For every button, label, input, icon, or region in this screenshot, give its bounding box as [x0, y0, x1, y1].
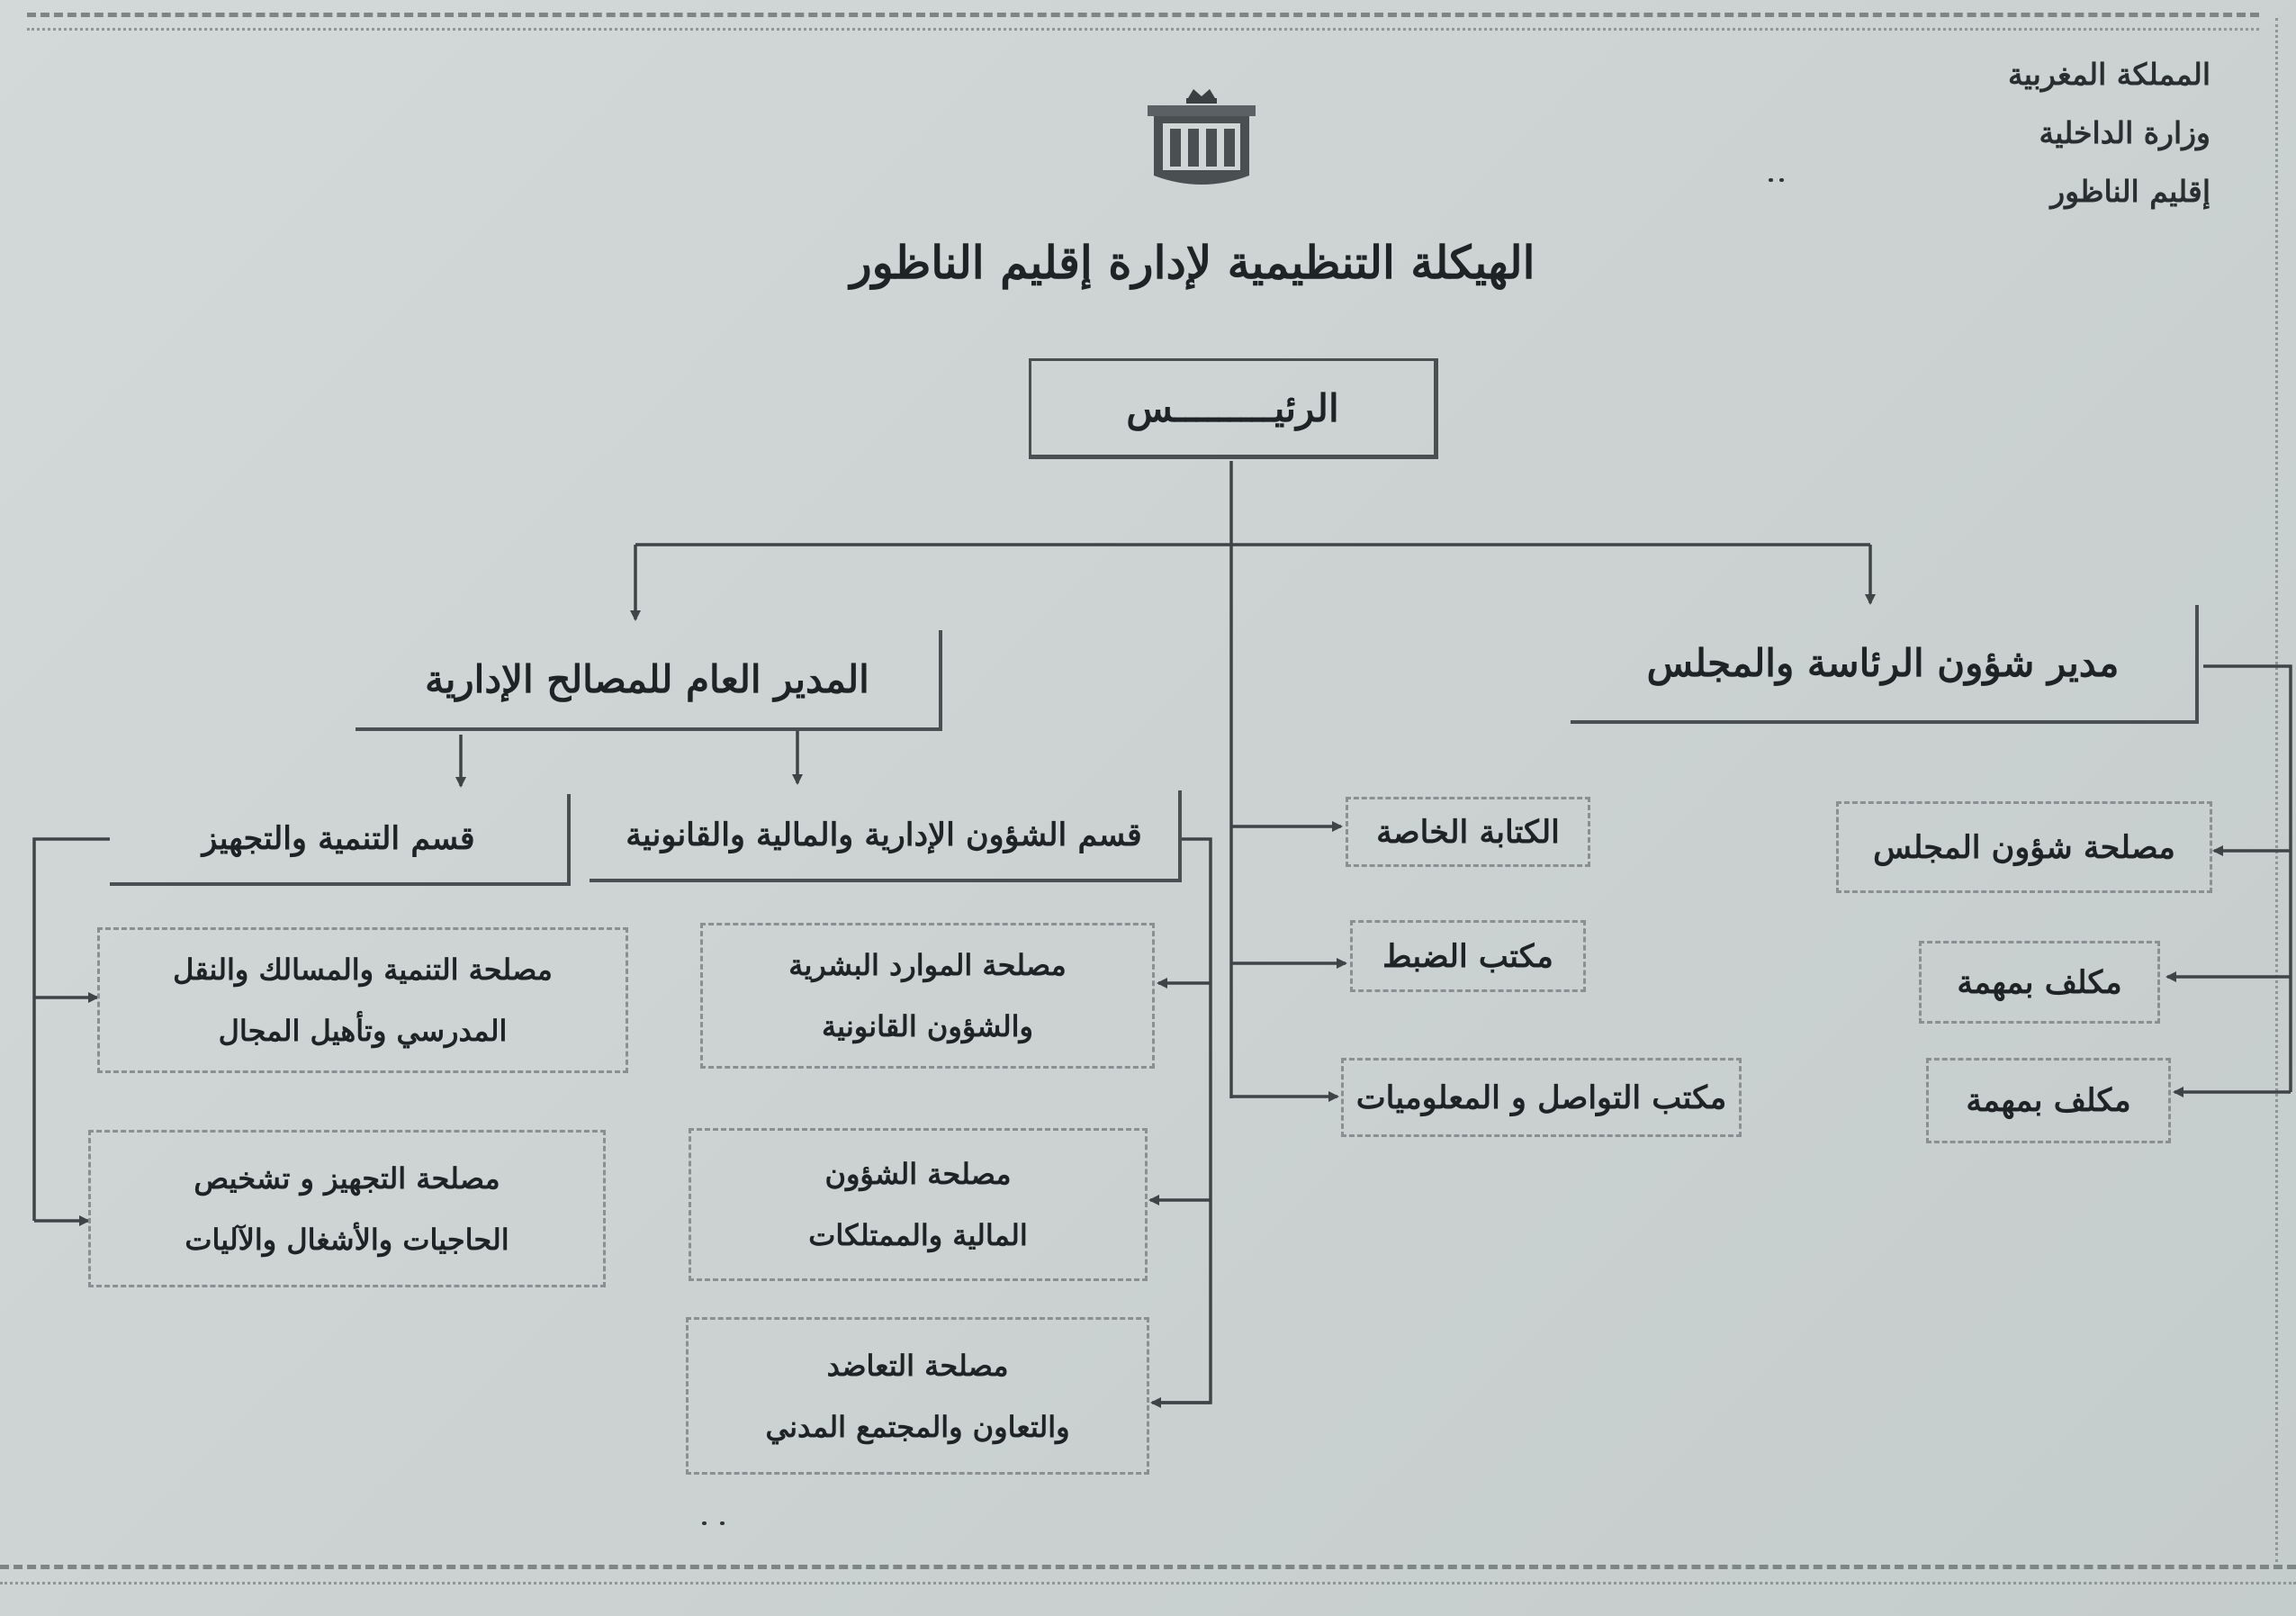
development-division-label: قسم التنمية والتجهيز	[202, 819, 475, 857]
print-mark	[1779, 178, 1784, 182]
service-line: المالية والممتلكات	[808, 1218, 1028, 1252]
unit-label: مكلف بمهمة	[1966, 1082, 2131, 1119]
service-line: مصلحة التنمية والمسالك والنقل	[173, 952, 553, 987]
development-service-box: مصلحة التجهيز و تشخيص الحاجيات والأشغال …	[88, 1130, 606, 1287]
right-border	[2275, 18, 2287, 1562]
service-line: المدرسي وتأهيل المجال	[218, 1014, 508, 1048]
bottom-border	[0, 1565, 2296, 1584]
chart-title: الهيكلة التنظيمية لإدارة إقليم الناظور	[850, 236, 1535, 289]
admin-division-box: قسم الشؤون الإدارية والمالية والقانونية	[590, 790, 1182, 882]
presidency-unit-box: مكلف بمهمة	[1919, 941, 2160, 1024]
office-label: مكتب التواصل و المعلوميات	[1355, 1079, 1727, 1116]
presidency-director-box: مدير شؤون الرئاسة والمجلس	[1571, 605, 2199, 724]
coat-of-arms-icon	[1148, 89, 1256, 185]
presidency-unit-box: مكلف بمهمة	[1926, 1058, 2171, 1143]
admin-director-label: المدير العام للمصالح الإدارية	[425, 656, 869, 701]
ministry-header: المملكة المغربية وزارة الداخلية إقليم ال…	[1805, 45, 2210, 221]
presidency-director-label: مدير شؤون الرئاسة والمجلس	[1646, 640, 2120, 685]
office-label: الكتابة الخاصة	[1376, 813, 1560, 851]
president-box: الرئيـــــــــس	[1029, 358, 1438, 459]
service-line: مصلحة الموارد البشرية	[788, 948, 1067, 982]
header-kingdom: المملكة المغربية	[2008, 57, 2210, 92]
development-service-box: مصلحة التنمية والمسالك والنقل المدرسي وت…	[97, 927, 628, 1073]
header-ministry: وزارة الداخلية	[2039, 115, 2210, 150]
print-mark	[1769, 178, 1773, 182]
print-mark	[720, 1521, 725, 1525]
admin-director-box: المدير العام للمصالح الإدارية	[356, 630, 942, 731]
presidency-unit-box: مصلحة شؤون المجلس	[1836, 801, 2212, 893]
service-line: الحاجيات والأشغال والآليات	[185, 1222, 509, 1257]
print-mark	[702, 1521, 707, 1525]
service-line: مصلحة التعاضد	[826, 1348, 1009, 1383]
service-line: مصلحة التجهيز و تشخيص	[194, 1160, 500, 1196]
service-line: والتعاون والمجتمع المدني	[765, 1409, 1070, 1444]
unit-label: مكلف بمهمة	[1957, 963, 2122, 1001]
service-line: مصلحة الشؤون	[824, 1157, 1012, 1191]
top-border	[27, 13, 2259, 31]
admin-service-box: مصلحة الموارد البشرية والشؤون القانونية	[700, 923, 1155, 1069]
header-province: إقليم الناظور	[2050, 174, 2210, 209]
office-box: مكتب التواصل و المعلوميات	[1341, 1058, 1742, 1137]
president-label: الرئيـــــــــس	[1126, 385, 1339, 430]
office-label: مكتب الضبط	[1382, 937, 1553, 975]
unit-label: مصلحة شؤون المجلس	[1873, 828, 2175, 866]
office-box: مكتب الضبط	[1350, 920, 1586, 992]
admin-division-label: قسم الشؤون الإدارية والمالية والقانونية	[626, 816, 1142, 853]
admin-service-box: مصلحة التعاضد والتعاون والمجتمع المدني	[686, 1317, 1149, 1475]
development-division-box: قسم التنمية والتجهيز	[110, 794, 571, 886]
service-line: والشؤون القانونية	[822, 1009, 1033, 1043]
office-box: الكتابة الخاصة	[1346, 797, 1590, 867]
admin-service-box: مصلحة الشؤون المالية والممتلكات	[689, 1128, 1148, 1281]
